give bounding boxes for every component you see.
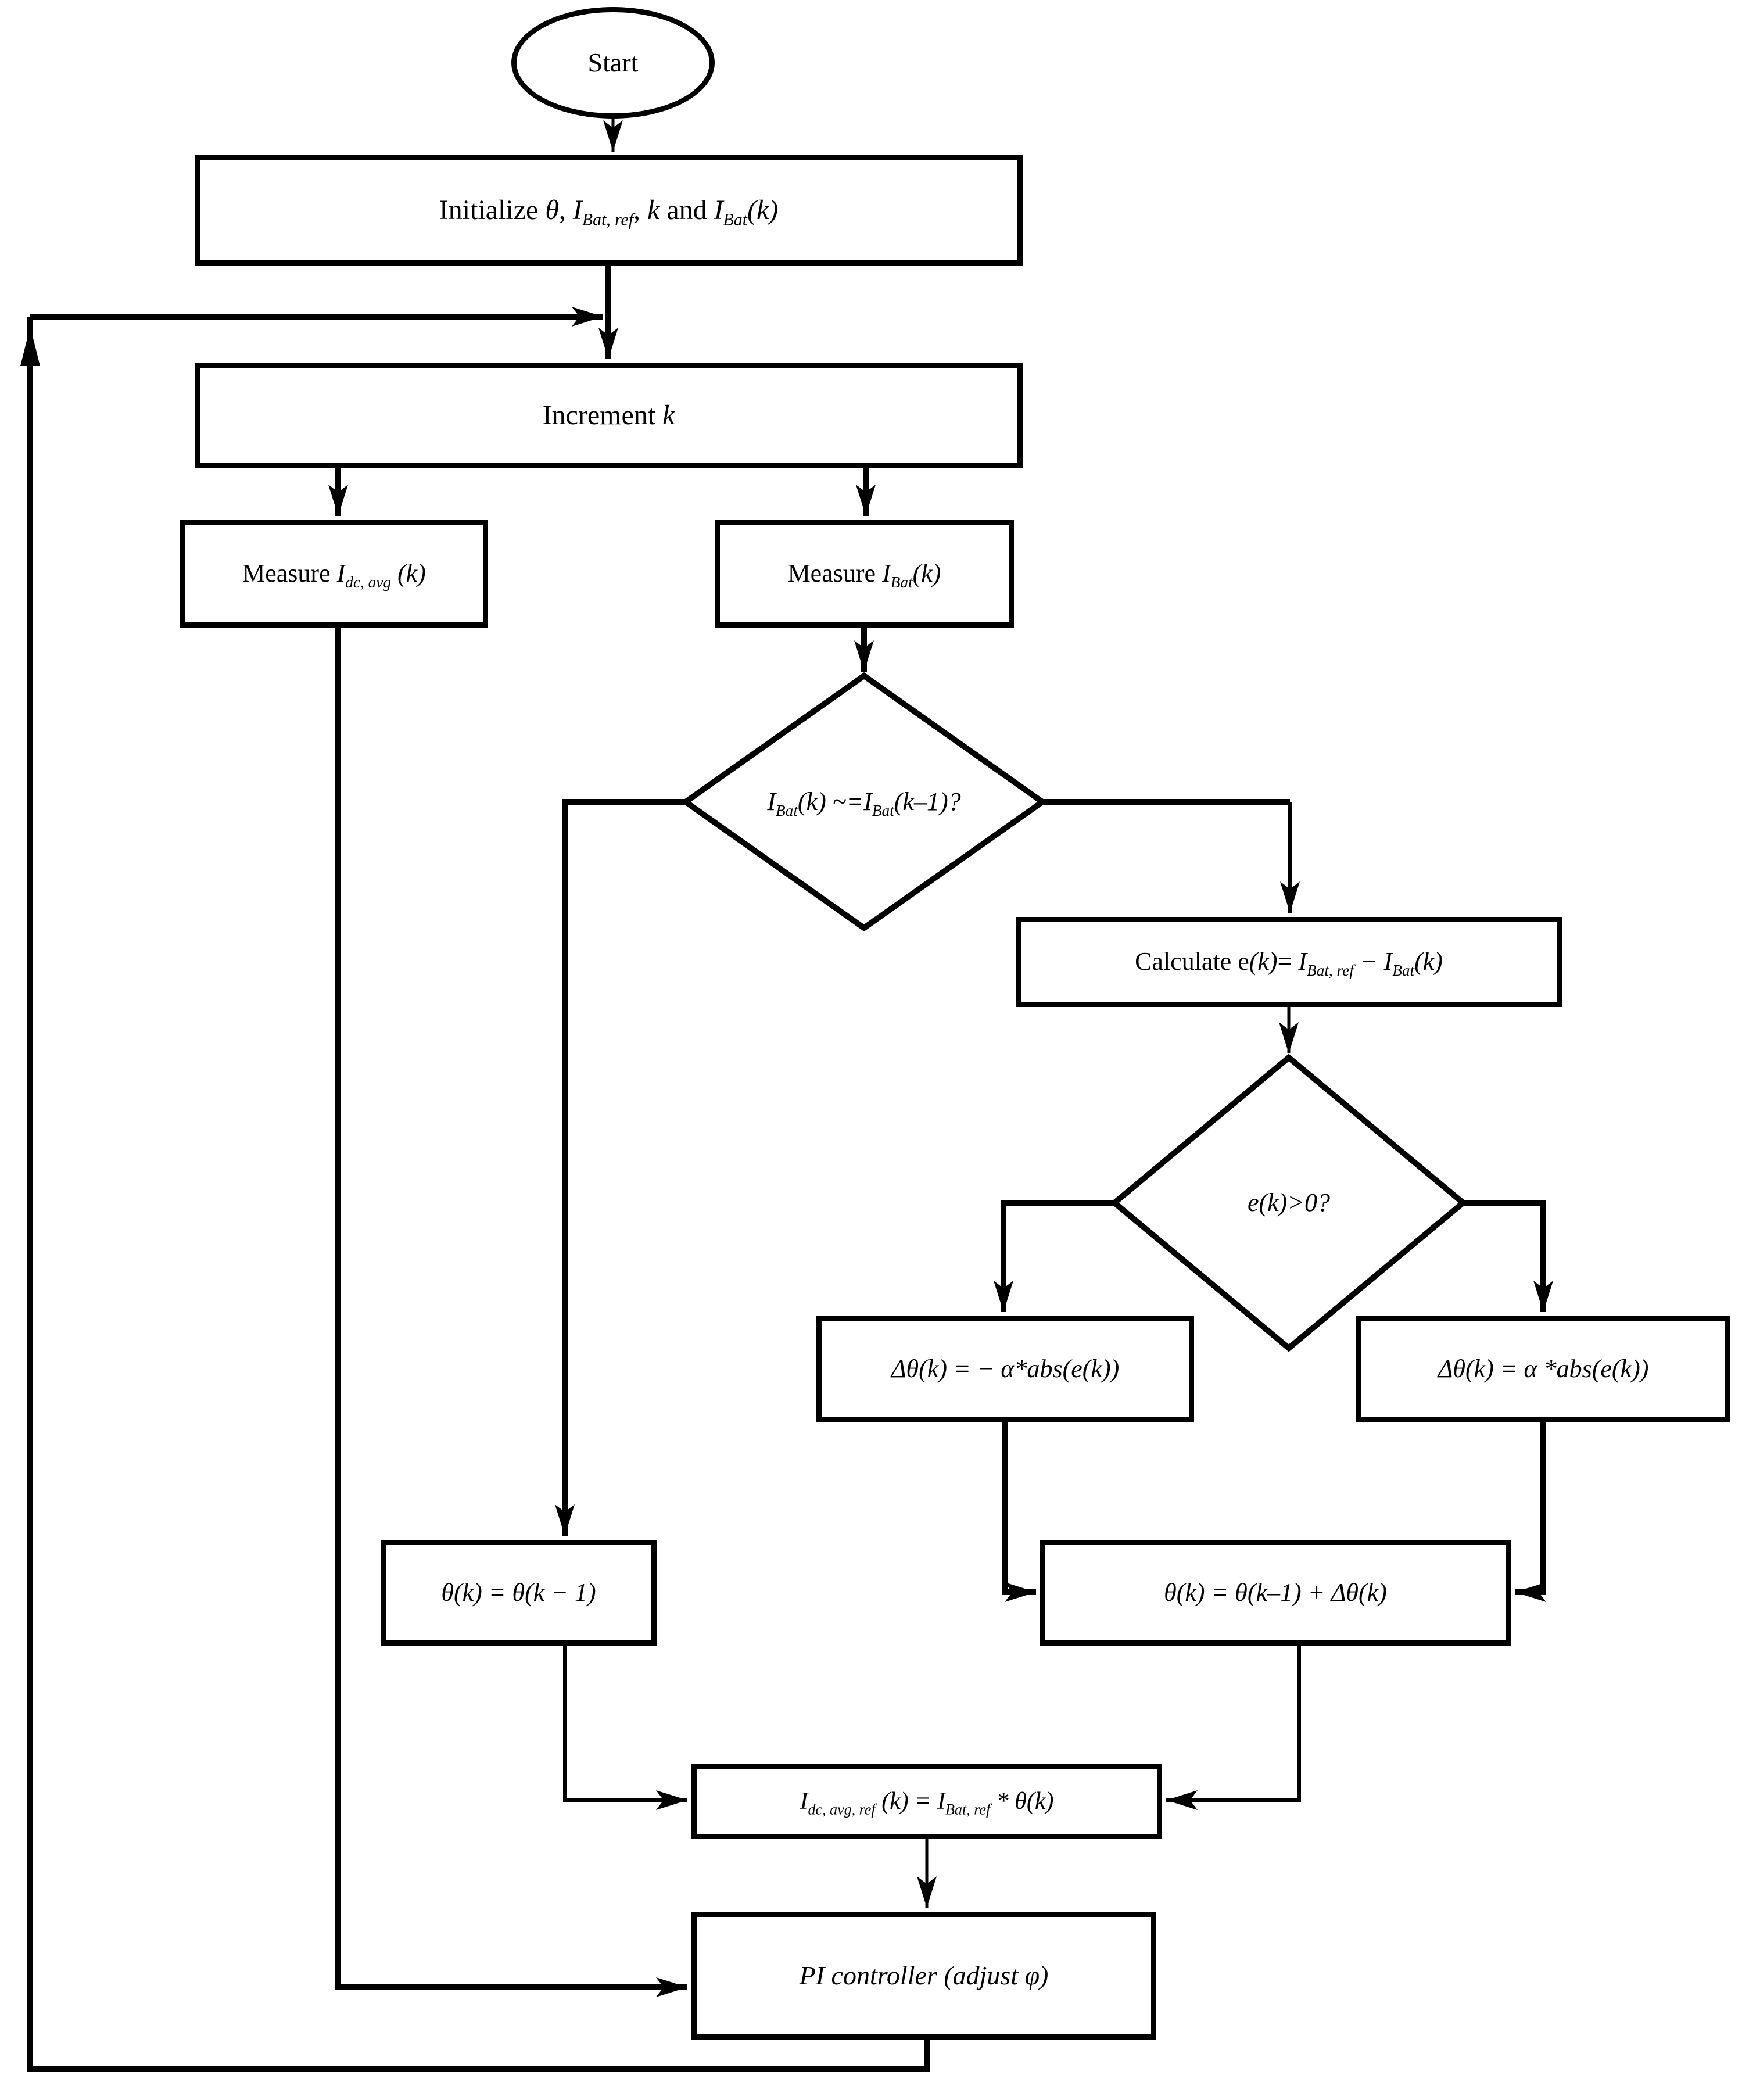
edge-error-to-dtheta-negative xyxy=(994,1200,1117,1312)
pi-controller-label: PI controller (adjust φ) xyxy=(799,1960,1049,1990)
measure-ibat-label: Measure IBat(k) xyxy=(787,559,941,591)
measure-idc-avg-process: Measure Idc, avg (k) xyxy=(180,520,488,628)
edge-thetaupdate-to-idcref xyxy=(1166,1646,1301,1810)
start-terminator: Start xyxy=(511,7,715,119)
idc-avg-ref-label: Idc, avg, ref (k) = IBat, ref * θ(k) xyxy=(800,1787,1054,1818)
ibat-compare-diamond-shape xyxy=(680,672,1048,932)
initialize-process: Initialize θ, IBat, ref, k and IBat(k) xyxy=(195,155,1023,266)
edge-error-to-dtheta-positive xyxy=(1461,1200,1553,1312)
delta-theta-positive-label: Δθ(k) = α *abs(e(k)) xyxy=(1438,1354,1649,1383)
measure-idc-avg-label: Measure Idc, avg (k) xyxy=(242,559,426,591)
idc-avg-ref-process: Idc, avg, ref (k) = IBat, ref * θ(k) xyxy=(691,1764,1162,1839)
ibat-compare-label: IBat(k) ~=IBat(k–1)? xyxy=(767,787,961,819)
theta-update-label: θ(k) = θ(k–1) + Δθ(k) xyxy=(1164,1578,1387,1607)
loop-up-arrowhead xyxy=(20,327,40,366)
measure-ibat-process: Measure IBat(k) xyxy=(715,520,1014,628)
edge-compare-to-thetahold xyxy=(555,799,688,1536)
edge-measure-idc-to-pi xyxy=(335,628,687,1997)
theta-update-process: θ(k) = θ(k–1) + Δθ(k) xyxy=(1040,1540,1511,1646)
theta-hold-label: θ(k) = θ(k − 1) xyxy=(441,1578,596,1607)
edge-pi-loop-return xyxy=(27,317,930,2072)
start-label: Start xyxy=(587,47,639,77)
increment-process: Increment k xyxy=(195,363,1023,468)
error-sign-decision: e(k)>0? xyxy=(1173,1168,1405,1238)
ibat-compare-decision: IBat(k) ~=IBat(k–1)? xyxy=(686,738,1042,866)
increment-label: Increment k xyxy=(542,400,675,431)
edge-dtheta-positive-to-thetaupdate xyxy=(1515,1422,1546,1602)
delta-theta-positive-process: Δθ(k) = α *abs(e(k)) xyxy=(1356,1316,1730,1422)
theta-hold-process: θ(k) = θ(k − 1) xyxy=(381,1540,657,1646)
delta-theta-negative-label: Δθ(k) = − α*abs(e(k)) xyxy=(891,1354,1120,1383)
edge-thetahold-to-idcref xyxy=(563,1646,687,1810)
error-sign-diamond-shape xyxy=(1110,1053,1468,1352)
error-sign-label: e(k)>0? xyxy=(1247,1188,1331,1217)
edge-dtheta-negative-to-thetaupdate xyxy=(1002,1422,1036,1602)
initialize-label: Initialize θ, IBat, ref, k and IBat(k) xyxy=(439,195,779,230)
calculate-error-process: Calculate e(k)= IBat, ref − IBat(k) xyxy=(1016,917,1562,1007)
calculate-error-label: Calculate e(k)= IBat, ref − IBat(k) xyxy=(1135,947,1443,979)
pi-controller-process: PI controller (adjust φ) xyxy=(691,1912,1156,2040)
delta-theta-negative-process: Δθ(k) = − α*abs(e(k)) xyxy=(816,1316,1194,1422)
